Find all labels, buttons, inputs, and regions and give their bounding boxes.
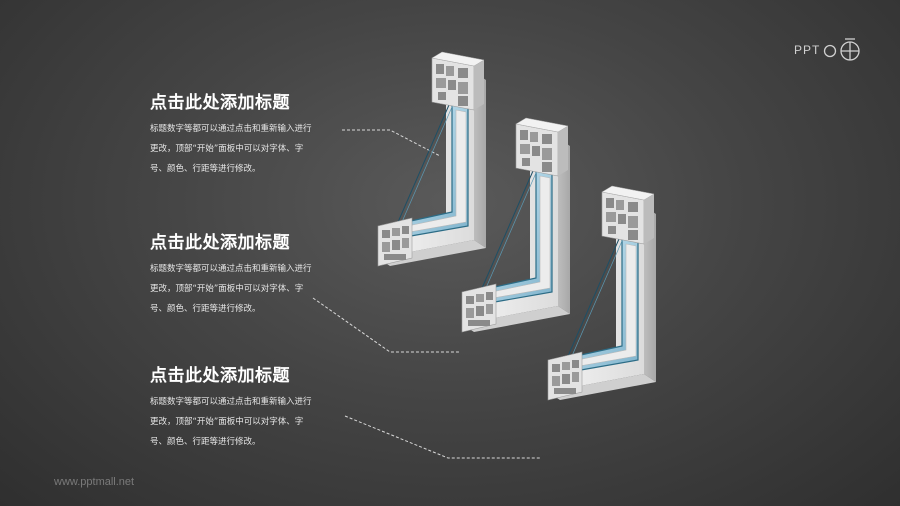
text-block-1[interactable]: 点击此处添加标题 标题数字等都可以通过点击和重新输入进行 更改，顶部“开始”面板… <box>150 88 350 179</box>
block-title[interactable]: 点击此处添加标题 <box>150 93 290 113</box>
body-line: 号、颜色、行距等进行修改。 <box>150 437 261 447</box>
body-line: 更改，顶部“开始”面板中可以对字体、字 <box>150 144 304 154</box>
bell-ring-logo-icon <box>824 38 860 61</box>
brand-logo: PPT <box>794 36 866 64</box>
body-line: 标题数字等都可以通过点击和重新输入进行 <box>150 397 312 407</box>
logo-text: PPT <box>794 43 821 57</box>
window-frame-1 <box>377 51 487 267</box>
body-line: 号、颜色、行距等进行修改。 <box>150 164 261 174</box>
watermark-url: www.pptmall.net <box>54 476 135 488</box>
body-line: 更改，顶部“开始”面板中可以对字体、字 <box>150 284 304 294</box>
block-title[interactable]: 点击此处添加标题 <box>150 366 290 386</box>
block-body[interactable]: 标题数字等都可以通过点击和重新输入进行 更改，顶部“开始”面板中可以对字体、字 … <box>150 119 350 179</box>
body-line: 标题数字等都可以通过点击和重新输入进行 <box>150 124 312 134</box>
text-block-3[interactable]: 点击此处添加标题 标题数字等都可以通过点击和重新输入进行 更改，顶部“开始”面板… <box>150 361 350 452</box>
body-line: 更改，顶部“开始”面板中可以对字体、字 <box>150 417 304 427</box>
connector-line-1 <box>342 129 441 157</box>
connector-line-3 <box>344 415 540 459</box>
connector-line-2 <box>312 297 460 353</box>
text-block-2[interactable]: 点击此处添加标题 标题数字等都可以通过点击和重新输入进行 更改，顶部“开始”面板… <box>150 228 350 319</box>
block-body[interactable]: 标题数字等都可以通过点击和重新输入进行 更改，顶部“开始”面板中可以对字体、字 … <box>150 392 350 452</box>
body-line: 标题数字等都可以通过点击和重新输入进行 <box>150 264 312 274</box>
block-body[interactable]: 标题数字等都可以通过点击和重新输入进行 更改，顶部“开始”面板中可以对字体、字 … <box>150 259 350 319</box>
block-title[interactable]: 点击此处添加标题 <box>150 233 290 253</box>
body-line: 号、颜色、行距等进行修改。 <box>150 304 261 314</box>
